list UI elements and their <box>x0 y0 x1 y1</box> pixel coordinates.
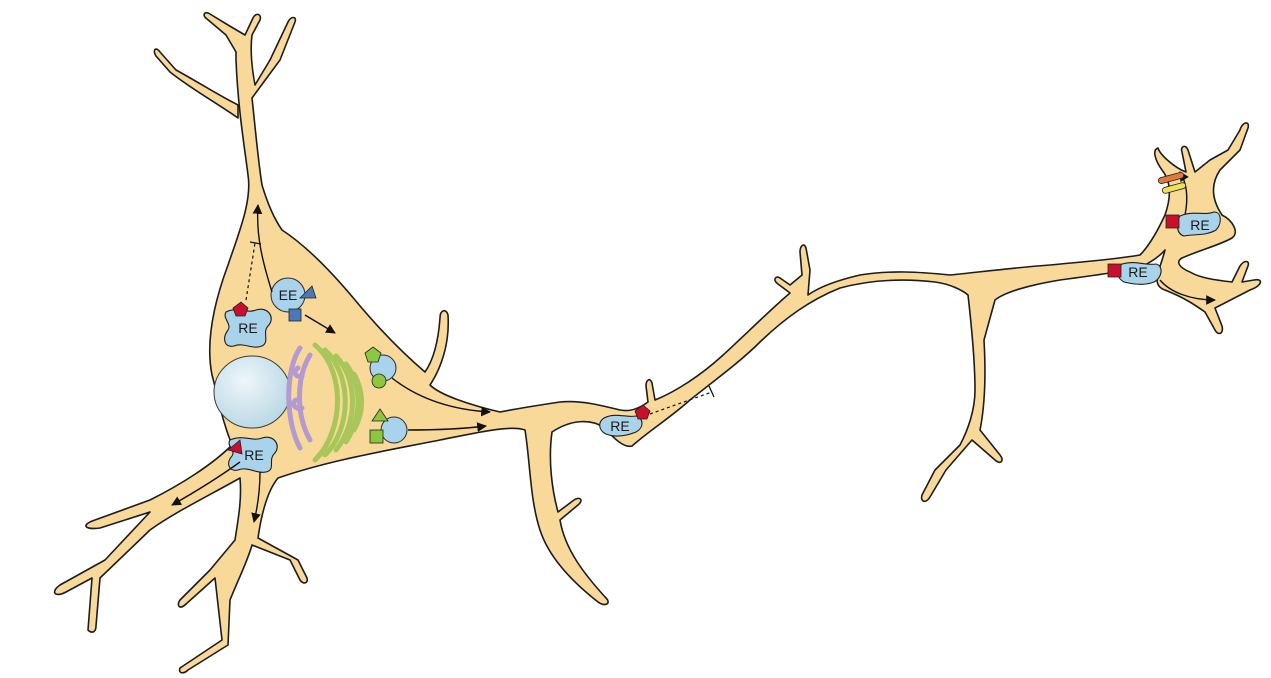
label-re-terminal-lower: RE <box>1128 264 1147 280</box>
blue-square-cargo <box>289 309 301 321</box>
label-re-terminal-upper: RE <box>1190 217 1209 233</box>
dendrite-upper-left <box>154 49 238 118</box>
label-ee: EE <box>279 287 298 303</box>
label-re-top: RE <box>238 320 257 336</box>
red-square-cargo-terminal-lower <box>1108 264 1121 277</box>
label-re-axon: RE <box>610 418 629 434</box>
label-re-bottom: RE <box>244 447 263 463</box>
green-circle-cargo <box>372 374 386 388</box>
green-square-cargo <box>370 430 383 443</box>
red-square-cargo-terminal-upper <box>1166 215 1179 228</box>
inhibition-bar-axon <box>709 386 714 397</box>
nucleus <box>214 356 290 428</box>
